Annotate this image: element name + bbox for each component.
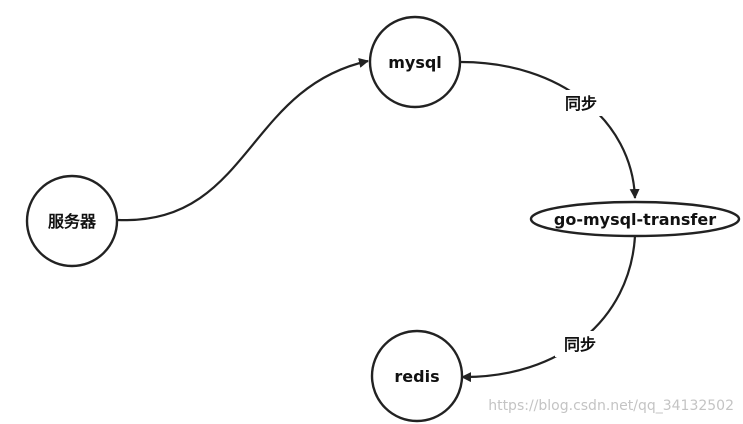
edge-label-mask <box>555 331 605 357</box>
node-transfer: go-mysql-transfer <box>529 200 741 238</box>
node-transfer-label: go-mysql-transfer <box>554 210 716 229</box>
node-redis-shape <box>370 329 464 423</box>
node-server-shape <box>25 174 119 268</box>
node-transfer-shape <box>529 200 741 238</box>
node-mysql-label: mysql <box>388 53 442 72</box>
node-mysql-shape <box>368 15 462 109</box>
node-server: 服务器 <box>25 174 119 268</box>
edge-label-mask <box>556 90 606 116</box>
edge-server-to-mysql <box>117 58 369 222</box>
edge-transfer-to-redis-label: 同步 <box>564 335 596 354</box>
edge-transfer-to-redis-line <box>461 235 637 383</box>
node-redis-label: redis <box>394 367 439 386</box>
edge-mysql-to-transfer-label: 同步 <box>565 94 597 113</box>
edge-mysql-to-transfer-line <box>460 60 640 199</box>
node-mysql: mysql <box>368 15 462 109</box>
edge-server-to-mysql-line <box>117 58 369 222</box>
edge-transfer-to-redis: 同步 <box>461 235 637 383</box>
node-server-label: 服务器 <box>48 212 97 231</box>
edge-mysql-to-transfer: 同步 <box>460 60 640 199</box>
watermark-text: https://blog.csdn.net/qq_34132502 <box>488 398 734 414</box>
node-redis: redis <box>370 329 464 423</box>
